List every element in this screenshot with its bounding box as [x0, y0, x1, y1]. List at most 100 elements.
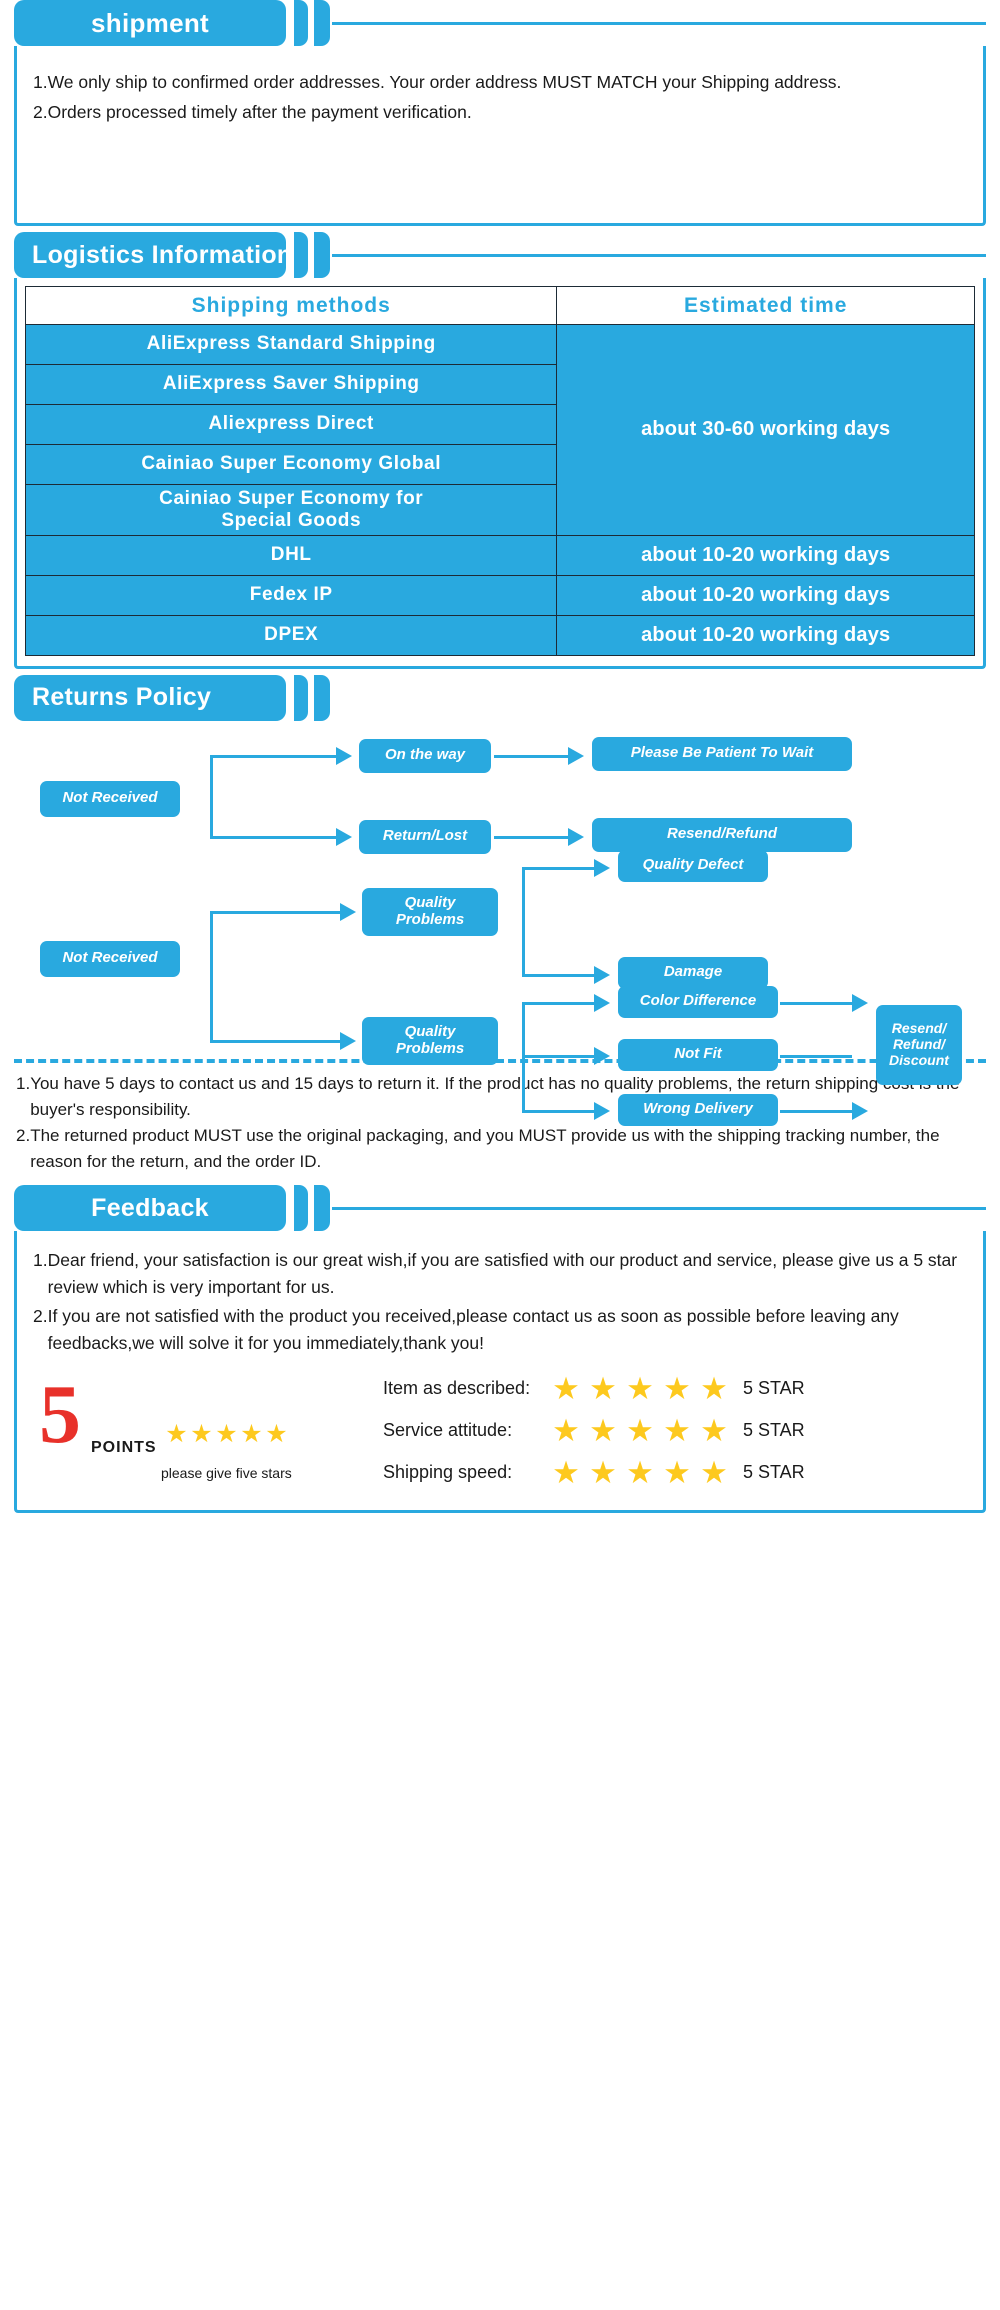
list-item: 1. Dear friend, your satisfaction is our…: [33, 1247, 967, 1301]
star-icon[interactable]: ★: [663, 1370, 691, 1406]
star-icon[interactable]: ★: [552, 1412, 580, 1448]
star-icon[interactable]: ★: [626, 1370, 654, 1406]
star-icon[interactable]: ★: [663, 1412, 691, 1448]
returns-flowchart: Not Received On the way Return/Lost Plea…: [14, 733, 986, 1126]
star-icon[interactable]: ★: [626, 1412, 654, 1448]
star-icon[interactable]: ★: [700, 1412, 728, 1448]
badge-caption: please give five stars: [161, 1464, 292, 1481]
star-icon[interactable]: ★: [589, 1454, 617, 1490]
banner-block-icon-1: [294, 0, 308, 46]
cell-method: Cainiao Super Economy for Special Goods: [24, 484, 558, 536]
star-icon[interactable]: ★: [552, 1370, 580, 1406]
star-icon: ★: [240, 1419, 263, 1448]
cell-method: Cainiao Super Economy Global: [24, 444, 558, 485]
star-icon[interactable]: ★: [700, 1454, 728, 1490]
column-header-time: Estimated time: [556, 286, 975, 325]
list-text: If you are not satisfied with the produc…: [47, 1306, 899, 1354]
banner-block-icon-2: [314, 232, 330, 278]
banner-block-icon-2: [314, 674, 330, 721]
flow-connector: [210, 910, 213, 1043]
rating-row-item-as-described: Item as described: ★ ★ ★ ★ ★ 5 STAR: [383, 1370, 967, 1408]
flow-connector: [210, 754, 336, 758]
flow-arrow: [594, 1046, 610, 1065]
list-text: The returned product MUST use the origin…: [30, 1126, 940, 1172]
cell-estimated-time: about 30-60 working days: [556, 324, 975, 536]
shipment-banner: shipment: [14, 0, 986, 46]
shipment-title: shipment: [14, 0, 286, 46]
rating-star-row[interactable]: ★ ★ ★ ★ ★: [551, 1412, 729, 1448]
cell-method: Aliexpress Direct: [24, 404, 558, 445]
star-icon[interactable]: ★: [663, 1454, 691, 1490]
product-detail-page: shipment 1. We only ship to confirmed or…: [14, 0, 986, 1513]
returns-title: Returns Policy: [14, 674, 286, 721]
list-text: Orders processed timely after the paymen…: [47, 102, 472, 123]
flow-node-on-the-way: On the way: [359, 738, 491, 773]
badge-number: 5: [39, 1367, 81, 1461]
list-item: 2. If you are not satisfied with the pro…: [33, 1303, 967, 1357]
cell-estimated-time: about 10-20 working days: [556, 614, 975, 656]
table-row: DHL about 10-20 working days: [24, 534, 975, 576]
shipment-section: shipment 1. We only ship to confirmed or…: [14, 0, 986, 226]
list-text: You have 5 days to contact us and 15 day…: [30, 1073, 960, 1119]
table-row: Aliexpress Direct: [24, 404, 975, 445]
returns-policy-section: Returns Policy Not Received On the way R…: [14, 674, 986, 1175]
star-icon[interactable]: ★: [552, 1454, 580, 1490]
logistics-table-body: AliExpress Standard Shipping about 30-60…: [24, 324, 975, 656]
flow-connector: [210, 1039, 340, 1043]
table-row: AliExpress Saver Shipping: [24, 364, 975, 405]
feedback-list: 1. Dear friend, your satisfaction is our…: [33, 1247, 967, 1358]
logistics-table: Shipping methods Estimated time AliExpre…: [24, 286, 975, 656]
flow-arrow: [340, 1031, 356, 1050]
flow-arrow: [336, 746, 352, 765]
star-icon: ★: [265, 1419, 288, 1448]
feedback-section: Feedback 1. Dear friend, your satisfacti…: [14, 1185, 986, 1513]
list-text: Dear friend, your satisfaction is our gr…: [47, 1250, 958, 1298]
banner-block-icon-1: [294, 232, 308, 278]
list-text: We only ship to confirmed order addresse…: [47, 72, 842, 92]
badge-star-row: ★ ★ ★ ★ ★: [165, 1419, 288, 1448]
returns-notes-list: 1. You have 5 days to contact us and 15 …: [14, 1071, 986, 1175]
list-number: 2.: [16, 1126, 31, 1146]
list-number: 2.: [33, 1306, 48, 1327]
cell-method: Fedex IP: [24, 574, 558, 616]
flow-arrow: [568, 827, 584, 846]
star-icon: ★: [215, 1419, 238, 1448]
logistics-body: Shipping methods Estimated time AliExpre…: [14, 278, 986, 669]
flow-arrow: [594, 965, 610, 984]
cell-method: DHL: [24, 534, 558, 576]
section-divider: [14, 1058, 986, 1063]
flow-connector: [522, 866, 594, 870]
star-icon[interactable]: ★: [589, 1370, 617, 1406]
star-icon[interactable]: ★: [700, 1370, 728, 1406]
flow-connector: [522, 866, 525, 977]
rating-star-row[interactable]: ★ ★ ★ ★ ★: [551, 1370, 729, 1406]
cell-method: AliExpress Standard Shipping: [24, 324, 558, 365]
star-icon[interactable]: ★: [589, 1412, 617, 1448]
list-item: 2. Orders processed timely after the pay…: [33, 98, 967, 126]
table-header-row: Shipping methods Estimated time: [24, 286, 975, 325]
table-row: Cainiao Super Economy Global: [24, 444, 975, 485]
rating-tag: 5 STAR: [743, 1378, 805, 1398]
flow-connector: [210, 754, 213, 839]
flow-connector: [780, 1109, 852, 1113]
logistics-title: Logistics Information: [14, 232, 292, 278]
flow-node-resend-refund: Resend/Refund: [592, 817, 852, 852]
flow-arrow: [340, 902, 356, 921]
list-item: 1. You have 5 days to contact us and 15 …: [16, 1071, 984, 1123]
flow-node-not-received-1: Not Received: [40, 780, 180, 817]
flow-connector: [780, 1054, 852, 1058]
rating-tag: 5 STAR: [743, 1462, 805, 1482]
flow-connector: [780, 1001, 852, 1005]
table-row: Fedex IP about 10-20 working days: [24, 574, 975, 616]
flow-arrow: [852, 1101, 868, 1120]
banner-block-icon-2: [314, 0, 330, 46]
flow-arrow: [852, 993, 868, 1012]
banner-block-icon-1: [294, 674, 308, 721]
logistics-section: Logistics Information Shipping methods E…: [14, 232, 986, 669]
rating-star-row[interactable]: ★ ★ ★ ★ ★: [551, 1454, 729, 1490]
star-icon[interactable]: ★: [626, 1454, 654, 1490]
flow-connector: [522, 973, 594, 977]
flow-arrow: [594, 858, 610, 877]
badge-points-label: POINTS: [91, 1438, 157, 1456]
flow-connector: [494, 835, 568, 839]
